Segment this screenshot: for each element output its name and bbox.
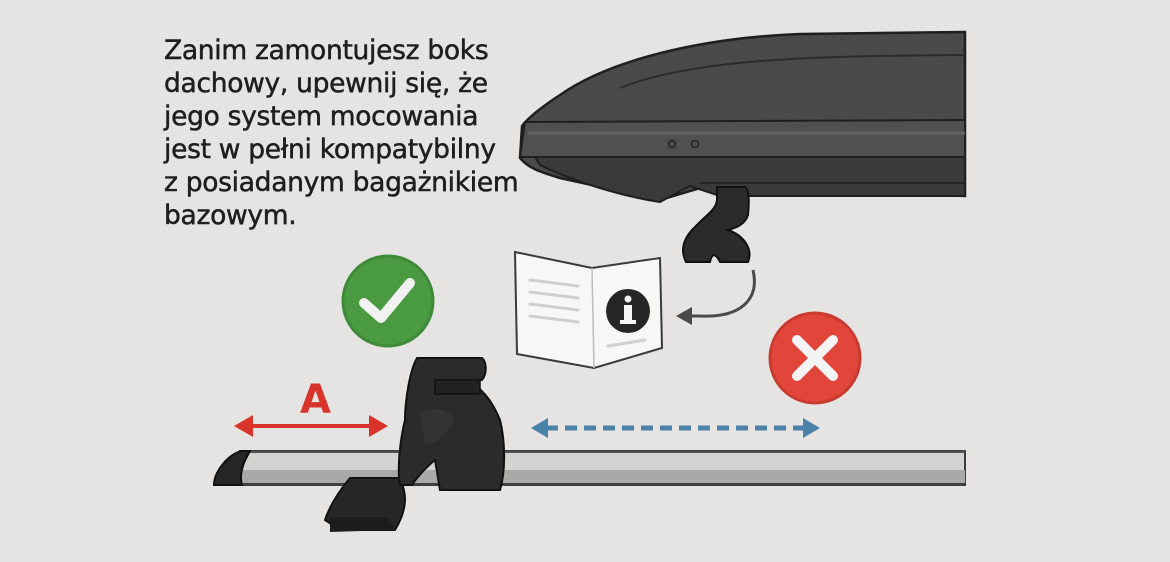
x-icon [768,311,862,405]
manual-booklet [513,250,664,370]
instruction-line: z posiadanym bagażnikiem [164,167,519,199]
roof-box [518,30,967,204]
check-icon [341,254,435,348]
box-screw [690,139,700,149]
dimension-label-a: A [300,377,331,423]
info-icon [606,289,650,333]
box-clamp [682,186,751,263]
instruction-line: dachowy, upewnij się, że [164,68,489,100]
box-screw [667,139,677,149]
dimension-arrow-a [234,415,388,437]
dimension-arrow-blue [531,418,820,438]
instruction-line: bazowym. [164,200,297,232]
instruction-line: Zanim zamontujesz boks [164,35,489,67]
instruction-text: Zanim zamontujesz boks dachowy, upewnij … [164,34,544,232]
bar-clamp [323,357,506,532]
curved-arrow [676,269,756,325]
roof-bar [212,450,966,486]
instruction-line: jego system mocowania [164,101,479,133]
instruction-line: jest w pełni kompatybilny [164,134,497,166]
